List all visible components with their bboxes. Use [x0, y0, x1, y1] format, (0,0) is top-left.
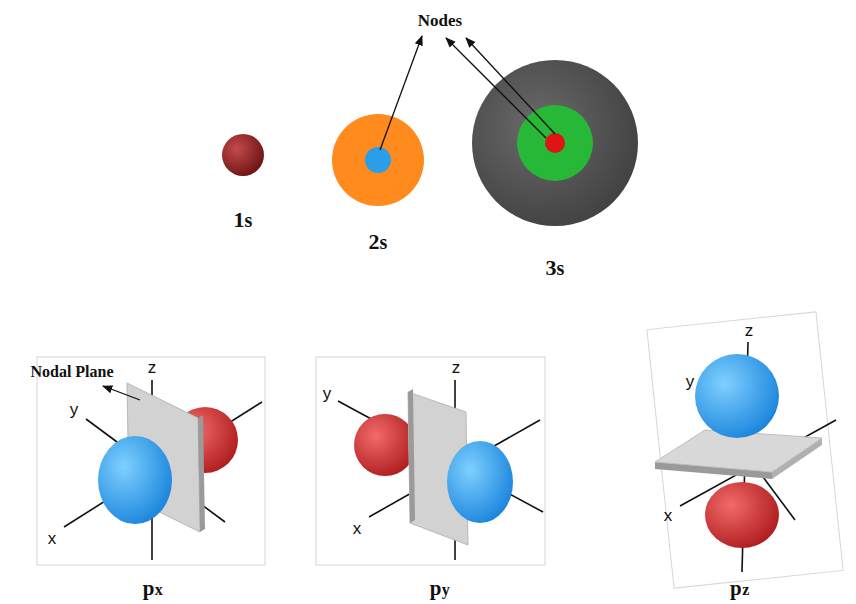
axis-label: y: [70, 401, 79, 418]
panel-frame: [647, 312, 843, 588]
orbital-2s-inner: [365, 147, 391, 173]
lobe: [354, 414, 416, 476]
nodal-plane-edge: [198, 415, 205, 532]
leader-arrow: [380, 36, 422, 150]
orbital-caption: py: [430, 578, 451, 599]
axes: [338, 380, 543, 560]
axis-label: x: [664, 507, 673, 524]
callout-label: Nodes: [418, 12, 462, 29]
axis-label: z: [148, 359, 157, 376]
nodal-plane-edge: [408, 389, 415, 523]
axis-label: y: [686, 373, 695, 390]
axis-label: x: [353, 520, 362, 537]
orbital-3s-middle: [517, 105, 593, 181]
lobe: [705, 482, 779, 548]
orbital-caption: px: [143, 578, 164, 599]
leader-arrow: [103, 386, 140, 400]
lobe: [447, 441, 513, 523]
orbital-2s-outer: [332, 114, 424, 206]
orbital-3s-inner: [545, 133, 565, 153]
leader-arrow: [446, 38, 546, 138]
orbital-label: 2s: [369, 231, 388, 253]
axis-label: y: [323, 385, 332, 402]
orbital-1s: [222, 134, 264, 176]
callout-label: Nodal Plane: [30, 364, 113, 380]
orbital-caption: pz: [730, 578, 750, 599]
leader-arrow: [466, 38, 555, 134]
orbital-label: 1s: [234, 209, 253, 231]
panel-frame: [37, 357, 265, 565]
axes: [64, 380, 262, 560]
orbital-3s-outer: [472, 60, 638, 226]
panel-frame: [316, 357, 545, 565]
orbital-label: 3s: [546, 257, 565, 279]
axis-label: z: [452, 359, 461, 376]
axis-label: x: [48, 530, 57, 547]
lobe: [695, 354, 779, 438]
axis-label: z: [745, 322, 754, 339]
lobe: [98, 436, 172, 524]
